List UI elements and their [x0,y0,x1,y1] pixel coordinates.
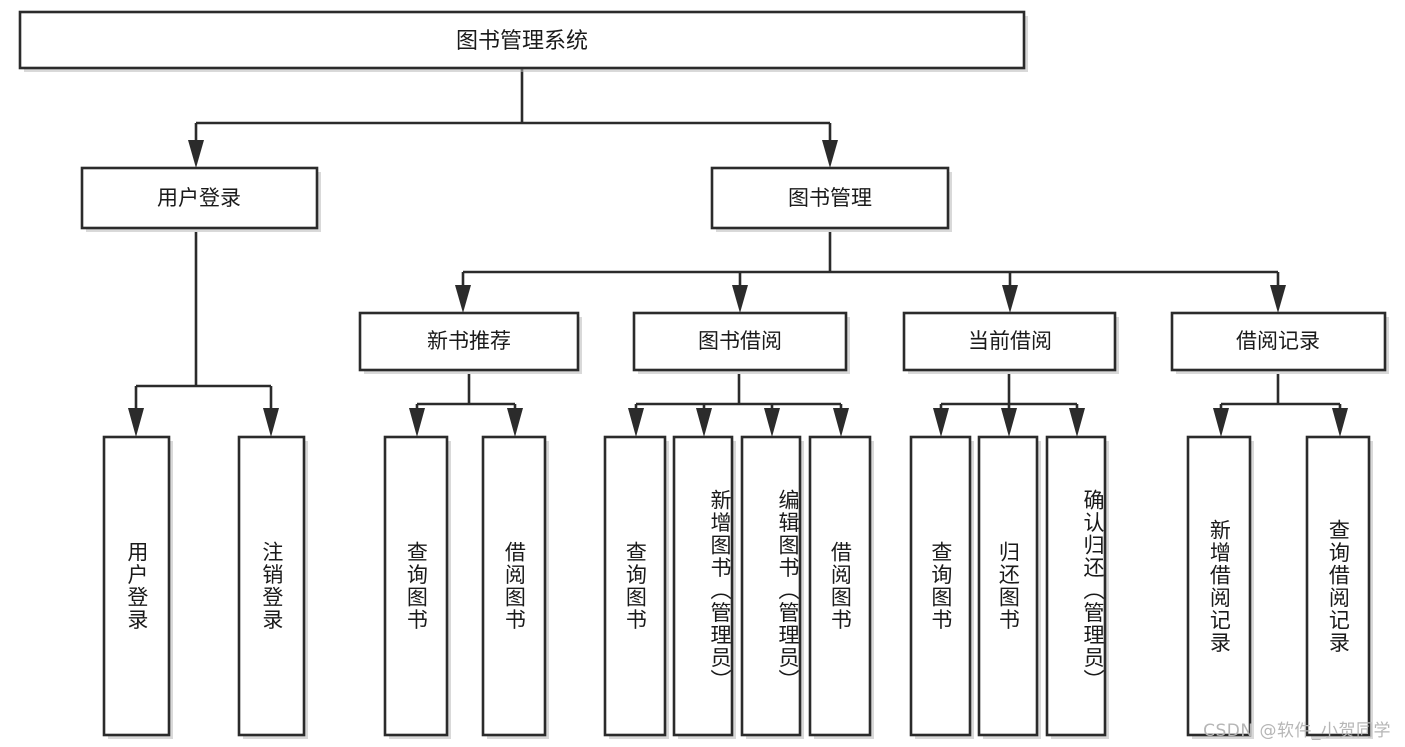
node-root-label: 图书管理系统 [456,29,588,54]
node-book-management-box[interactable] [710,166,950,230]
leaf-box-logout[interactable] [237,435,306,737]
node-book-management-label: 图书管理 [788,186,872,210]
leaf-box-user-login[interactable] [102,435,171,737]
arrowhead-leaf-user-login [128,408,144,437]
leaf-box-cb-confirm-return-admin[interactable] [1045,435,1107,737]
node-current-borrow-label: 当前借阅 [968,329,1052,353]
leaf-box-br-add-record[interactable] [1186,435,1252,737]
leaf-box-nbr-borrow-book[interactable] [481,435,547,737]
node-new-book-recommend-label: 新书推荐 [427,329,511,353]
node-new-book-recommend[interactable]: 新书推荐 [358,311,582,374]
csdn-watermark: CSDN @软件_小贺同学 [1203,721,1391,741]
node-user-login[interactable]: 用户登录 [80,166,321,232]
arrowhead-leaf-logout [263,408,279,437]
leaf-box-br-query-record[interactable] [1305,435,1371,737]
node-root[interactable]: 图书管理系统 [18,10,1028,72]
arrowhead-user-login [188,140,204,168]
arrowhead-br-child-2 [1332,408,1348,437]
node-borrow-record[interactable]: 借阅记录 [1170,311,1389,374]
leaf-box-nbr-query-book[interactable] [383,435,449,737]
arrowhead-nbr-child-1 [409,408,425,437]
arrowhead-book-borrow [732,285,748,313]
arrowhead-cb-child-1 [933,408,949,437]
arrowhead-cb-child-2 [1001,408,1017,437]
leaf-box-bb-edit-book-admin[interactable] [740,435,802,737]
node-user-login-box[interactable] [80,166,319,230]
node-current-borrow-box[interactable] [902,311,1117,372]
node-book-borrow-label: 图书借阅 [698,329,782,353]
leaf-box-cb-query-book[interactable] [909,435,972,737]
leaf-box-cb-return-book[interactable] [977,435,1039,737]
node-root-box[interactable] [18,10,1026,70]
arrowhead-br-child-1 [1213,408,1229,437]
arrowhead-bb-child-1 [628,408,644,437]
leaf-box-bb-add-book-admin[interactable] [672,435,734,737]
arrowhead-bb-child-2 [696,408,712,437]
arrowhead-bb-child-3 [764,408,780,437]
arrowhead-nbr-child-2 [507,408,523,437]
node-current-borrow[interactable]: 当前借阅 [902,311,1119,374]
arrowhead-borrow-record [1270,285,1286,313]
node-borrow-record-box[interactable] [1170,311,1387,372]
node-book-management[interactable]: 图书管理 [710,166,952,232]
arrowhead-cb-child-3 [1069,408,1085,437]
node-borrow-record-label: 借阅记录 [1236,329,1320,353]
arrowhead-current-borrow [1002,285,1018,313]
node-book-borrow-box[interactable] [632,311,848,372]
leaf-box-bb-query-book[interactable] [603,435,667,737]
node-user-login-label: 用户登录 [157,186,241,210]
connector-layer [128,68,1348,437]
leaf-box-bb-borrow-book[interactable] [808,435,872,737]
node-book-borrow[interactable]: 图书借阅 [632,311,850,374]
arrowhead-bb-child-4 [833,408,849,437]
arrowhead-new-book-rec [455,285,471,313]
leaf-node-layer [102,435,1373,739]
arrowhead-book-mgmt [822,140,838,168]
node-new-book-recommend-box[interactable] [358,311,580,372]
